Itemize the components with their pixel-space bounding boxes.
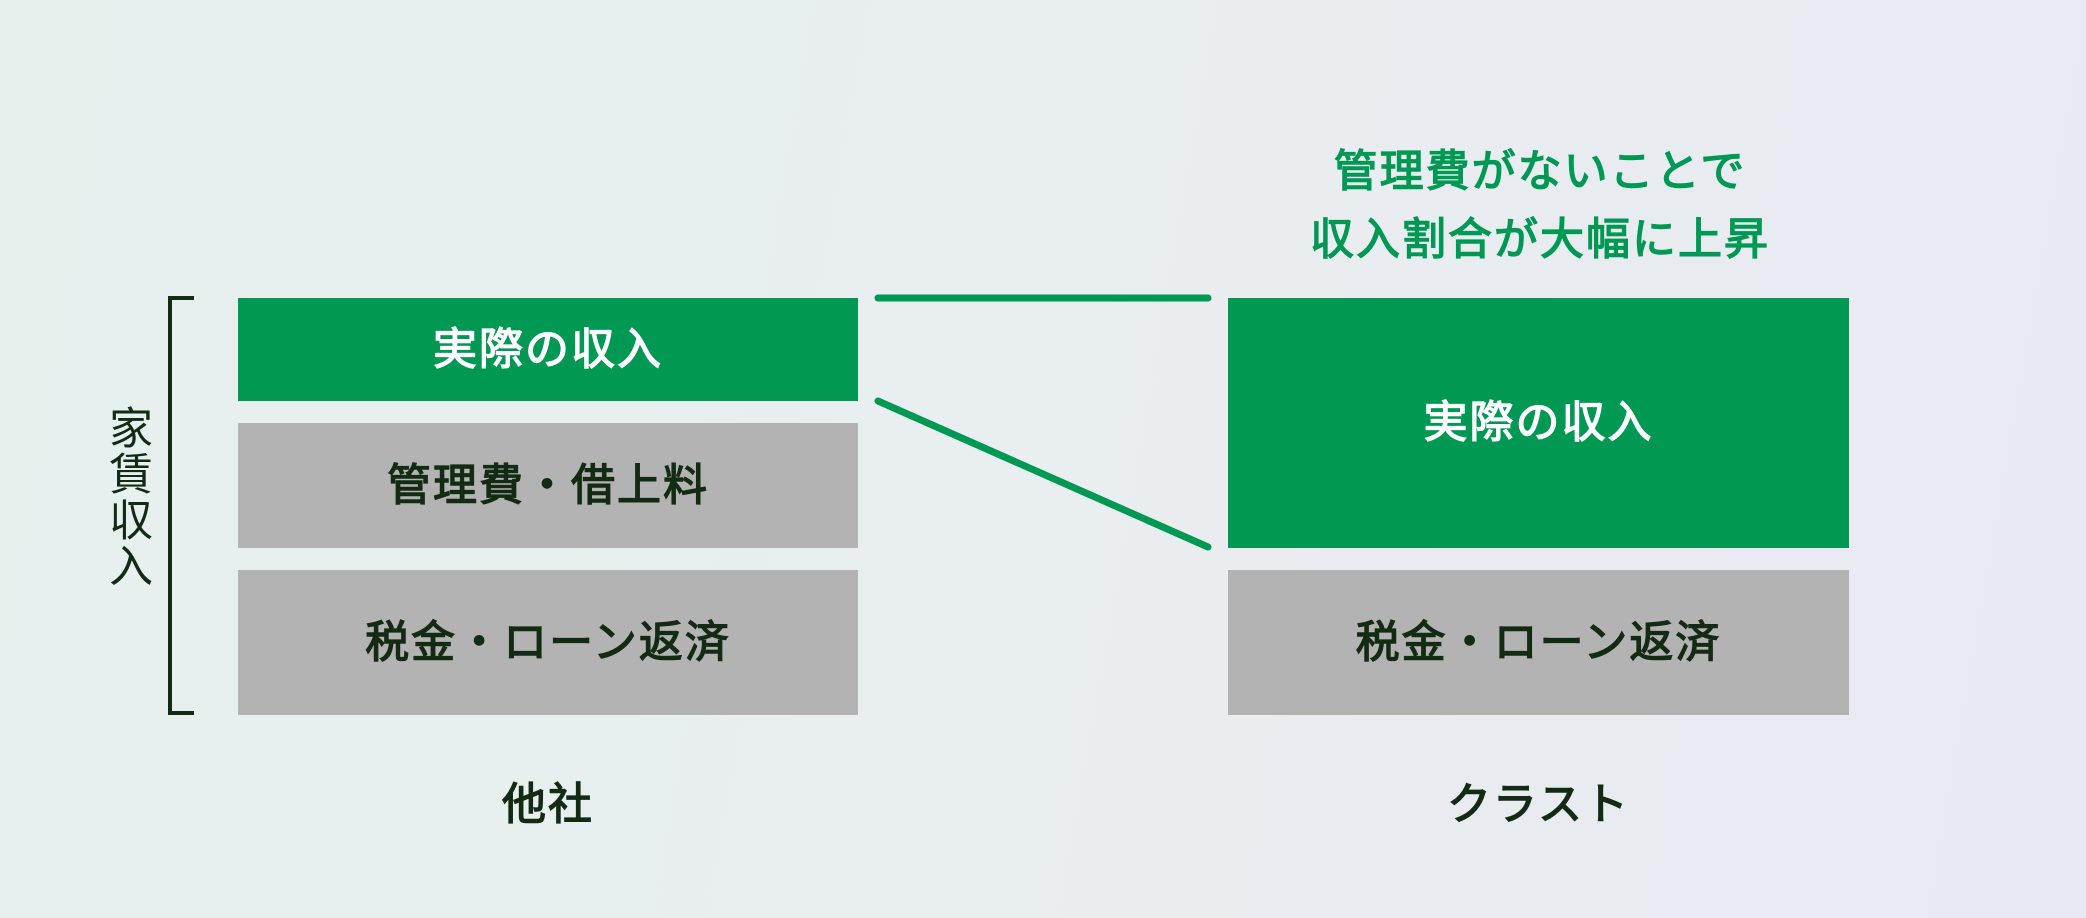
left-tax-loan-label: 税金・ローン返済 <box>365 616 731 668</box>
right-income-block: 実際の収入 <box>1228 298 1849 548</box>
left-income-label: 実際の収入 <box>433 323 663 375</box>
right-column-caption: クラスト <box>1446 779 1631 830</box>
improvement-note: 管理費がないことで 収入割合が大幅に上昇 <box>1240 138 1840 274</box>
right-income-label: 実際の収入 <box>1423 397 1654 448</box>
left-management-label: 管理費・借上料 <box>387 459 709 511</box>
left-income-block: 実際の収入 <box>238 298 858 401</box>
note-line-1: 管理費がないことで <box>1333 146 1747 197</box>
left-management-block: 管理費・借上料 <box>238 423 858 548</box>
connector-slope-line <box>874 397 1212 551</box>
left-tax-loan-block: 税金・ローン返済 <box>238 570 858 715</box>
left-column-caption: 他社 <box>502 779 594 830</box>
rent-income-label: 家賃収入 <box>101 405 152 589</box>
right-tax-loan-block: 税金・ローン返済 <box>1228 570 1849 715</box>
note-line-2: 収入割合が大幅に上昇 <box>1310 214 1770 265</box>
rent-income-bracket <box>168 296 194 715</box>
right-tax-loan-label: 税金・ローン返済 <box>1355 616 1722 668</box>
